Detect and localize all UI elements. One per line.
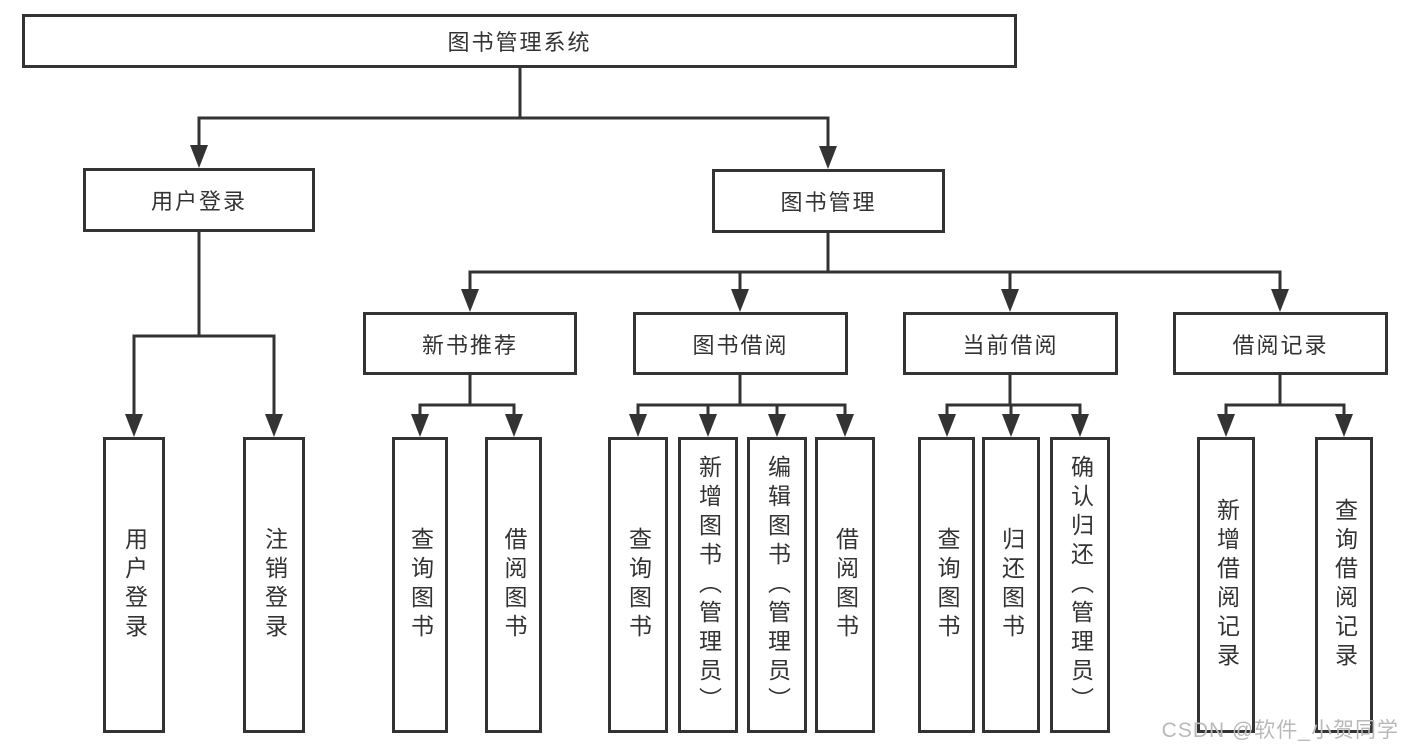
leaf-logout: 注销登录 xyxy=(243,437,305,733)
leaf-add-borrow-record: 新增借阅记录 xyxy=(1197,437,1255,733)
leaf-query-books-current: 查询图书 xyxy=(918,437,975,733)
leaf-user-login: 用户登录 xyxy=(103,437,165,733)
node-user-login: 用户登录 xyxy=(83,168,315,232)
leaf-borrow-books-recommend: 借阅图书 xyxy=(485,437,542,733)
node-book-borrowing: 图书借阅 xyxy=(633,312,848,375)
node-book-mgmt-system: 图书管理系统 xyxy=(22,14,1017,68)
leaf-query-books-borrow: 查询图书 xyxy=(608,437,668,733)
node-new-book-recommend: 新书推荐 xyxy=(363,312,577,375)
leaf-query-books-recommend: 查询图书 xyxy=(392,437,448,733)
leaf-confirm-return-admin: 确认归还（管理员） xyxy=(1050,437,1110,733)
leaf-query-borrow-record: 查询借阅记录 xyxy=(1315,437,1373,733)
leaf-return-books: 归还图书 xyxy=(982,437,1040,733)
node-current-borrowing: 当前借阅 xyxy=(903,312,1118,375)
node-borrowing-records: 借阅记录 xyxy=(1173,312,1388,375)
leaf-edit-books-admin: 编辑图书（管理员） xyxy=(747,437,807,733)
node-book-management: 图书管理 xyxy=(712,169,945,233)
csdn-watermark: CSDN @软件_小贺同学 xyxy=(1161,719,1399,742)
leaf-borrow-books: 借阅图书 xyxy=(815,437,875,733)
leaf-add-books-admin: 新增图书（管理员） xyxy=(678,437,738,733)
